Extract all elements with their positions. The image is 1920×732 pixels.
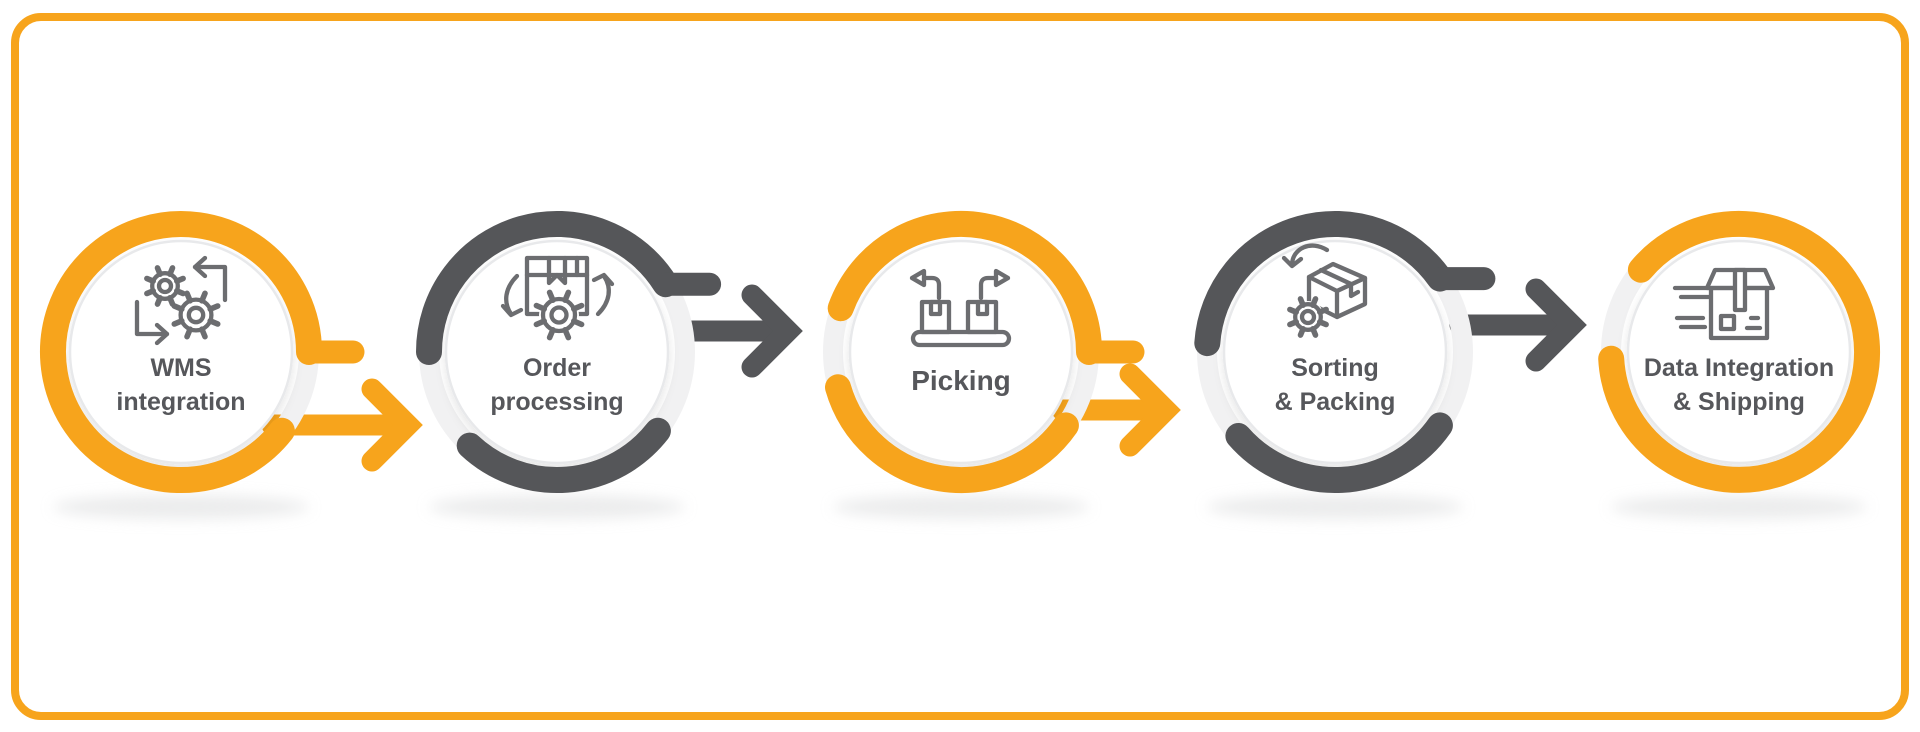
connector-arrow-2 bbox=[677, 284, 803, 378]
ring-arc bbox=[1225, 412, 1453, 494]
conveyor-boxes-icon bbox=[909, 268, 1012, 348]
box-gear-arrow-icon bbox=[1281, 243, 1368, 338]
step-label: Sorting & Packing bbox=[1275, 354, 1396, 416]
box-left-icon bbox=[919, 299, 952, 335]
sync-gears-icon bbox=[134, 255, 228, 346]
frame-border bbox=[11, 13, 1909, 720]
curve-arrow-icon bbox=[1281, 243, 1330, 269]
step-sorting-packing: Sorting & Packing bbox=[1194, 210, 1496, 494]
step-label-line: WMS bbox=[150, 354, 211, 382]
arrow-head bbox=[741, 284, 803, 378]
circle-shadow bbox=[1611, 495, 1867, 519]
circle-shadow bbox=[1207, 495, 1463, 519]
cycle-arrow-left-icon bbox=[500, 273, 524, 318]
cycle-arrow-right-icon bbox=[591, 272, 615, 317]
gear-icon bbox=[144, 265, 186, 307]
cycle-arrow-bottom-icon bbox=[134, 299, 170, 346]
gear-icon bbox=[533, 289, 585, 341]
circle-shadow bbox=[429, 495, 685, 519]
ring-arc bbox=[825, 374, 1079, 493]
step-label-line: Sorting bbox=[1291, 354, 1379, 382]
connector-arrow-4 bbox=[1449, 278, 1587, 372]
step-circle bbox=[1222, 239, 1448, 465]
step-label-line: & Shipping bbox=[1673, 388, 1805, 416]
ring-arc bbox=[40, 211, 322, 493]
route-arrow-left-icon bbox=[909, 268, 942, 301]
ring-arc bbox=[1598, 210, 1880, 493]
step-label: WMS integration bbox=[116, 354, 245, 416]
speed-lines-icon bbox=[1672, 285, 1712, 330]
arrow-head bbox=[1119, 363, 1181, 457]
circle-shadow bbox=[53, 495, 309, 519]
ring-arc bbox=[1194, 210, 1453, 357]
ring-arc bbox=[827, 210, 1102, 365]
step-label: Picking bbox=[911, 365, 1011, 396]
shipping-box-speed-icon bbox=[1672, 267, 1776, 341]
circle-shadow bbox=[833, 495, 1089, 519]
conveyor-belt-icon bbox=[910, 329, 1012, 348]
ring-arc bbox=[416, 210, 679, 365]
arrow-head bbox=[361, 378, 423, 472]
order-gear-cycle-icon bbox=[500, 255, 615, 341]
step-label-line: Data Integration bbox=[1644, 354, 1834, 382]
step-circle bbox=[68, 239, 294, 465]
step-wms-integration: WMS integration bbox=[40, 211, 365, 493]
step-label-line: integration bbox=[116, 388, 245, 416]
ring-arc bbox=[456, 417, 671, 493]
step-label: Order processing bbox=[490, 354, 623, 416]
step-circle bbox=[848, 239, 1074, 465]
step-data-integration-shipping: Data Integration & Shipping bbox=[1598, 210, 1880, 493]
arrow-head bbox=[1525, 278, 1587, 372]
box-right-icon bbox=[965, 299, 999, 335]
step-label-line: Picking bbox=[911, 365, 1011, 396]
gear-icon bbox=[171, 290, 221, 340]
step-label-line: Order bbox=[523, 354, 591, 382]
step-label: Data Integration & Shipping bbox=[1644, 354, 1834, 416]
route-arrow-right-icon bbox=[978, 268, 1011, 301]
step-label-line: & Packing bbox=[1275, 388, 1396, 416]
gear-icon bbox=[1287, 296, 1329, 338]
cycle-arrow-top-icon bbox=[192, 255, 228, 303]
step-picking: Picking bbox=[823, 210, 1145, 493]
step-label-line: processing bbox=[490, 388, 623, 416]
step-circle bbox=[444, 239, 670, 465]
step-order-processing: Order processing bbox=[416, 210, 722, 493]
shipping-box-icon bbox=[1704, 267, 1776, 341]
